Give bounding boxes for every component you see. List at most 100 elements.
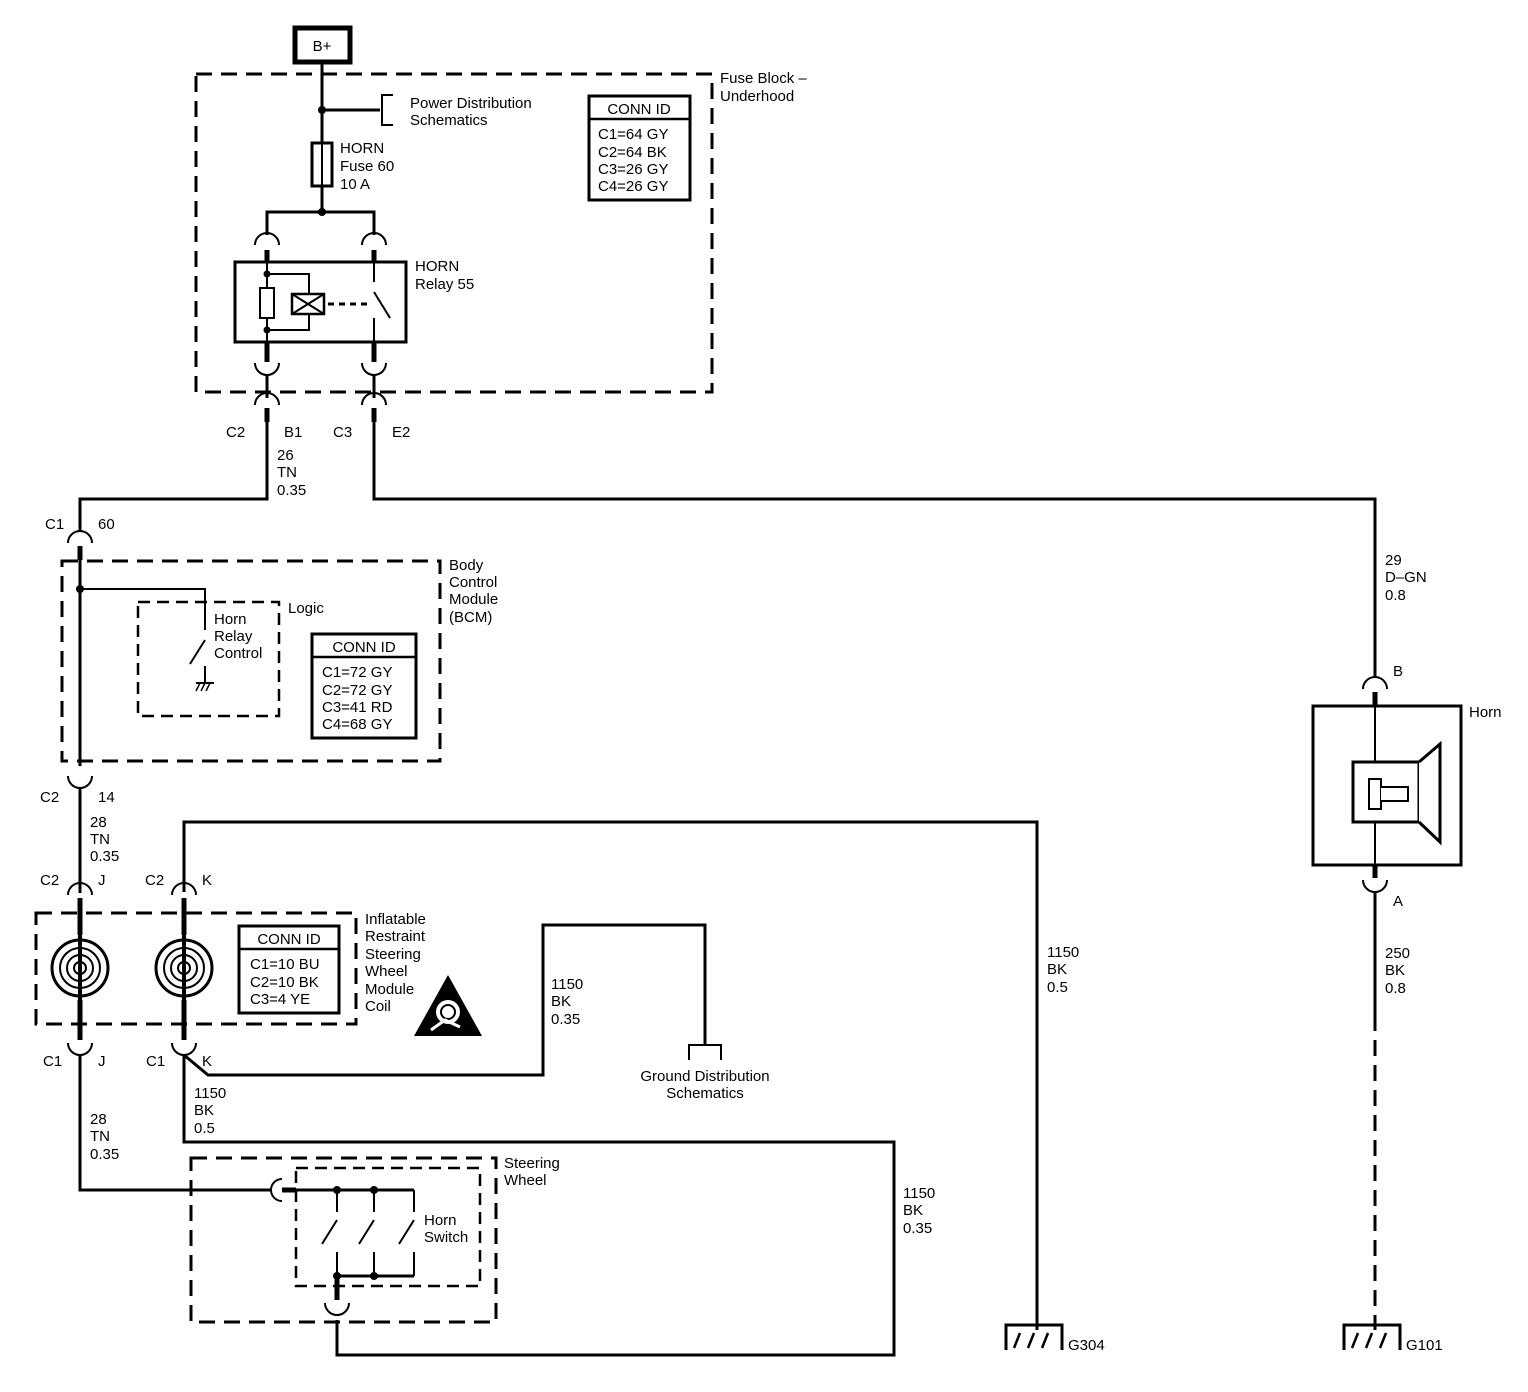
conn-horn-a: A bbox=[1393, 893, 1403, 910]
svg-text:C4=26 GY: C4=26 GY bbox=[598, 178, 668, 195]
wire8-line1: 1150 bbox=[903, 1185, 935, 1202]
conn-bcm-c1: C1 bbox=[45, 516, 64, 533]
bcm-relay-switch bbox=[189, 639, 206, 665]
wire1-line3: 0.35 bbox=[277, 482, 306, 499]
horn-label: Horn bbox=[1469, 704, 1502, 721]
power-dist-bracket bbox=[381, 94, 393, 126]
svg-text:C3=41 RD: C3=41 RD bbox=[322, 699, 393, 716]
horn-switch-contacts bbox=[296, 1186, 415, 1280]
wire9-line2: BK bbox=[1385, 962, 1405, 979]
wire7-line3: 0.35 bbox=[90, 1146, 119, 1163]
conn-fb-c2: C2 bbox=[226, 424, 245, 441]
wire8-line3: 0.35 bbox=[903, 1220, 932, 1237]
coil-title-2: Restraint bbox=[365, 928, 426, 945]
conn-coil-j-top: J bbox=[98, 872, 106, 889]
bcm-title-3: Module bbox=[449, 591, 498, 608]
steering-title-2: Wheel bbox=[504, 1172, 547, 1189]
horn-switch-label-2: Switch bbox=[424, 1229, 468, 1246]
fuse-block-title-2: Underhood bbox=[720, 88, 794, 105]
coil-outline bbox=[34, 911, 358, 1026]
battery-label: B+ bbox=[313, 38, 332, 55]
horn-switch-label-1: Horn bbox=[424, 1212, 457, 1229]
relay-switch-contact bbox=[373, 291, 391, 319]
ground-g101-label: G101 bbox=[1406, 1337, 1443, 1354]
conn-fb-e2: E2 bbox=[392, 424, 410, 441]
conn-coil-c2-top: C2 bbox=[40, 872, 59, 889]
wire2-line1: 29 bbox=[1385, 552, 1402, 569]
steering-title-1: Steering bbox=[504, 1155, 560, 1172]
wire3-line3: 0.35 bbox=[90, 848, 119, 865]
svg-text:C1=64 GY: C1=64 GY bbox=[598, 126, 668, 143]
wire3-line1: 28 bbox=[90, 814, 107, 831]
wire7-line1: 28 bbox=[90, 1111, 107, 1128]
svg-text:C2=64 BK: C2=64 BK bbox=[598, 144, 667, 161]
svg-text:C2=72 GY: C2=72 GY bbox=[322, 682, 392, 699]
wire4-line3: 0.35 bbox=[551, 1011, 580, 1028]
conn-coil-k-bot: K bbox=[202, 1053, 212, 1070]
wire5-line1: 1150 bbox=[1047, 944, 1079, 961]
wire9-line1: 250 bbox=[1385, 945, 1410, 962]
wire1-line2: TN bbox=[277, 464, 297, 481]
wire6-line1: 1150 bbox=[194, 1085, 226, 1102]
bcm-logic-block bbox=[136, 600, 281, 718]
bcm-outline bbox=[60, 559, 442, 763]
fuse-block-outline bbox=[194, 72, 714, 394]
conn-bcm-60: 60 bbox=[98, 516, 115, 533]
conn-bcm-c2: C2 bbox=[40, 789, 59, 806]
relay-label-1: HORN bbox=[415, 258, 459, 275]
wire4-line1: 1150 bbox=[551, 976, 583, 993]
conn-horn-b: B bbox=[1393, 663, 1403, 680]
wire3-line2: TN bbox=[90, 831, 110, 848]
conn-coil-c2b-top: C2 bbox=[145, 872, 164, 889]
bcm-title-1: Body bbox=[449, 557, 484, 574]
ground-dist-text-1: Ground Distribution bbox=[640, 1068, 769, 1085]
relay-label-2: Relay 55 bbox=[415, 276, 474, 293]
bcm-title-4: (BCM) bbox=[449, 609, 492, 626]
svg-text:CONN ID: CONN ID bbox=[257, 931, 321, 948]
bcm-conn-id-table: CONN ID C1=72 GY C2=72 GY C3=41 RD C4=68… bbox=[310, 632, 418, 740]
airbag-warning-icon bbox=[414, 975, 482, 1036]
connector-bcm-c1 bbox=[67, 530, 93, 544]
connector-horn-a bbox=[1362, 879, 1388, 893]
steering-wheel-outline bbox=[189, 1156, 498, 1324]
wire9-line3: 0.8 bbox=[1385, 980, 1406, 997]
battery-positive-terminal: B+ bbox=[292, 25, 353, 65]
conn-coil-k-top: K bbox=[202, 872, 212, 889]
ground-dist-text-2: Schematics bbox=[666, 1085, 744, 1102]
connector-coil-c2-j bbox=[67, 882, 93, 896]
power-dist-text-2: Schematics bbox=[410, 112, 488, 129]
wire8-line2: BK bbox=[903, 1202, 923, 1219]
ground-g304-label: G304 bbox=[1068, 1337, 1105, 1354]
bcm-relay-ctrl-2: Relay bbox=[214, 628, 253, 645]
horn-speaker-icon bbox=[1351, 740, 1442, 846]
wire-1150-bk-ground-dist bbox=[183, 923, 707, 1077]
svg-text:C3=4 YE: C3=4 YE bbox=[250, 991, 310, 1008]
coil-title-5: Module bbox=[365, 981, 414, 998]
wire7-line2: TN bbox=[90, 1128, 110, 1145]
wire2-line2: D–GN bbox=[1385, 569, 1427, 586]
conn-fb-c3: C3 bbox=[333, 424, 352, 441]
connector-steering-in bbox=[270, 1178, 283, 1202]
connector-bcm-c2 bbox=[67, 775, 93, 789]
fuse-label-1: HORN bbox=[340, 140, 384, 157]
connector-c2-b1 bbox=[254, 392, 280, 406]
svg-text:C2=10 BK: C2=10 BK bbox=[250, 974, 319, 991]
svg-text:C1=72 GY: C1=72 GY bbox=[322, 664, 392, 681]
conn-bcm-14: 14 bbox=[98, 789, 115, 806]
wire2-line3: 0.8 bbox=[1385, 587, 1406, 604]
bcm-title-2: Control bbox=[449, 574, 497, 591]
bcm-relay-ctrl-1: Horn bbox=[214, 611, 247, 628]
conn-fb-b1: B1 bbox=[284, 424, 302, 441]
svg-text:CONN ID: CONN ID bbox=[607, 101, 671, 118]
connector-steering-out bbox=[324, 1302, 350, 1316]
svg-text:C1=10 BU: C1=10 BU bbox=[250, 956, 320, 973]
ground-g101-icon bbox=[1342, 1323, 1402, 1350]
bcm-relay-ctrl-3: Control bbox=[214, 645, 262, 662]
svg-text:CONN ID: CONN ID bbox=[332, 639, 396, 656]
wire6-line2: BK bbox=[194, 1102, 214, 1119]
wire-1150-bk-g304 bbox=[182, 820, 1039, 1330]
wire-1150-bk-steering bbox=[182, 1055, 896, 1357]
svg-text:C4=68 GY: C4=68 GY bbox=[322, 716, 392, 733]
coil-title-1: Inflatable bbox=[365, 911, 426, 928]
